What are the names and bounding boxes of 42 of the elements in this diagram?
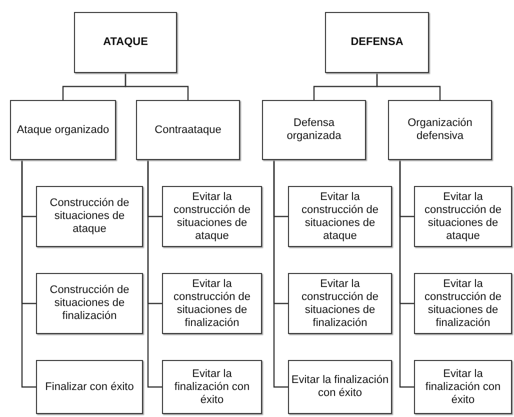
category-box xyxy=(325,12,429,73)
box-label: Ataque organizado xyxy=(16,124,110,136)
box-label: Evitar la construcción de situaciones de finalización xyxy=(423,278,503,330)
box-label: Evitar la finalización con éxito xyxy=(291,374,389,400)
category-box xyxy=(288,273,392,334)
box-label: Evitar la construcción de situaciones de ataque xyxy=(172,190,252,242)
category-box xyxy=(10,100,116,160)
category-box xyxy=(414,360,512,414)
box-label: Defensa organizada xyxy=(286,117,342,143)
box-label: Evitar la finalización con éxito xyxy=(173,368,251,406)
category-box xyxy=(36,273,143,334)
connector-line xyxy=(273,160,288,388)
category-box xyxy=(136,100,240,160)
box-label: Evitar la construcción de situaciones de finalización xyxy=(172,278,252,330)
box-label: Evitar la construcción de situaciones de finalización xyxy=(300,278,380,330)
connector-line xyxy=(399,160,414,388)
box-label: ATAQUE xyxy=(103,36,148,49)
category-box xyxy=(36,360,143,414)
connector-line xyxy=(21,160,36,388)
category-box xyxy=(162,186,262,247)
category-box xyxy=(162,360,262,414)
category-box xyxy=(288,360,392,414)
category-box xyxy=(162,273,262,334)
box-label: DEFENSA xyxy=(350,36,404,49)
category-box xyxy=(74,12,177,73)
box-label: Evitar la construcción de situaciones de ataque xyxy=(423,190,503,242)
box-label: Contraataque xyxy=(154,124,222,136)
box-label: Construcción de situaciones de finalización xyxy=(48,284,130,323)
box-label: Evitar la construcción de situaciones de ataque xyxy=(300,190,380,242)
connector-line xyxy=(147,160,162,388)
category-box xyxy=(36,186,143,247)
category-box xyxy=(288,186,392,247)
connector-line xyxy=(124,73,189,100)
connector-line xyxy=(376,73,441,100)
category-box xyxy=(414,186,512,247)
category-box xyxy=(262,100,366,160)
box-label: Evitar la finalización con éxito xyxy=(424,368,502,406)
category-box xyxy=(414,273,512,334)
box-label: Organización defensiva xyxy=(406,117,474,143)
box-label: Finalizar con éxito xyxy=(45,380,134,394)
box-label: Construcción de situaciones de ataque xyxy=(48,197,130,236)
category-box xyxy=(388,100,492,160)
